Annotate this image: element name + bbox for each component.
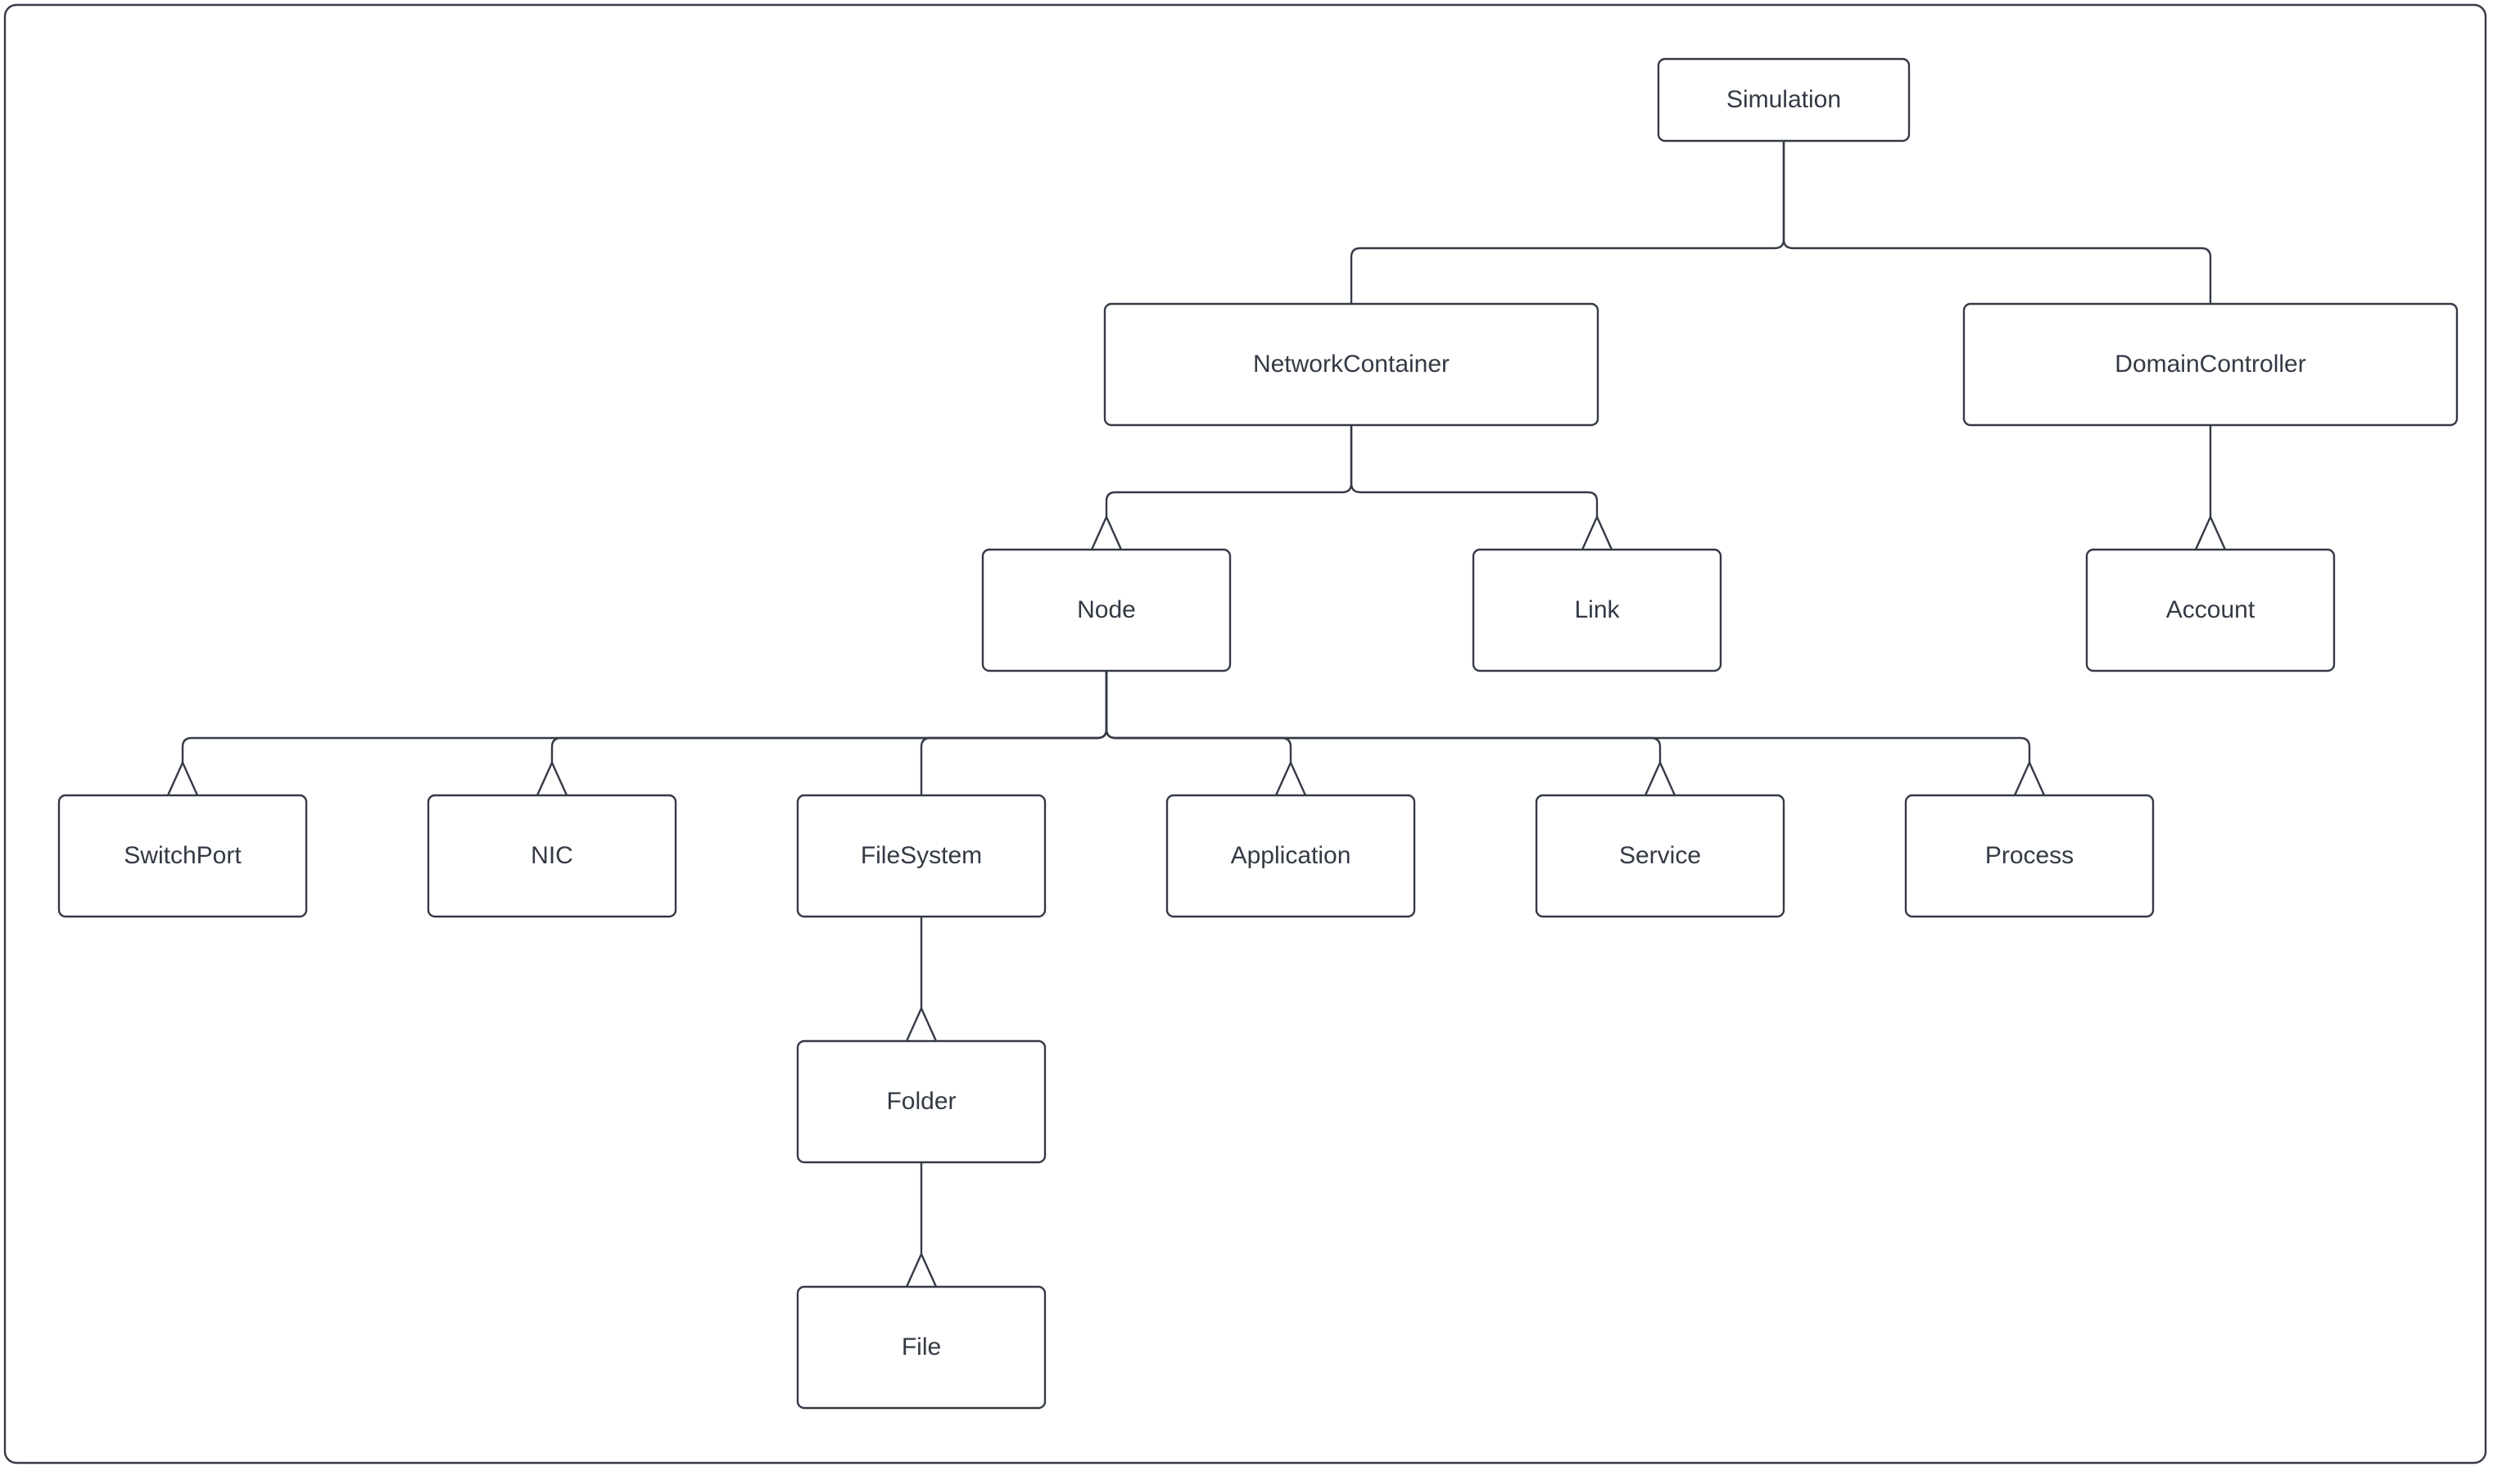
node-box-switchport[interactable] bbox=[57, 794, 308, 918]
edge-networkcontainer-to-node bbox=[1105, 425, 1353, 517]
class-node-service[interactable]: Service bbox=[1535, 794, 1785, 918]
page-frame bbox=[3, 3, 2487, 1465]
node-box-node[interactable] bbox=[981, 548, 1232, 672]
inheritance-arrow-node bbox=[1090, 514, 1123, 550]
inheritance-arrow-account bbox=[2194, 514, 2227, 550]
node-box-application[interactable] bbox=[1165, 794, 1416, 918]
inheritance-arrow-nic bbox=[536, 760, 568, 796]
edge-node-to-switchport bbox=[181, 671, 1108, 763]
class-node-process[interactable]: Process bbox=[1904, 794, 2155, 918]
class-node-file[interactable]: File bbox=[796, 1285, 1047, 1410]
node-box-simulation[interactable] bbox=[1657, 57, 1911, 143]
inheritance-arrow-link bbox=[1581, 514, 1613, 550]
class-node-application[interactable]: Application bbox=[1165, 794, 1416, 918]
class-node-networkcontainer[interactable]: NetworkContainer bbox=[1103, 302, 1599, 427]
class-node-nic[interactable]: NIC bbox=[427, 794, 677, 918]
node-box-domaincontroller[interactable] bbox=[1962, 302, 2459, 427]
node-box-service[interactable] bbox=[1535, 794, 1785, 918]
inheritance-arrow-file bbox=[905, 1252, 938, 1288]
node-box-process[interactable] bbox=[1904, 794, 2155, 918]
inheritance-arrow-application bbox=[1274, 760, 1307, 796]
node-box-networkcontainer[interactable] bbox=[1103, 302, 1599, 427]
edge-layer bbox=[181, 141, 2212, 1254]
edge-node-to-process bbox=[1105, 671, 2031, 763]
node-box-link[interactable] bbox=[1472, 548, 1722, 672]
node-box-account[interactable] bbox=[2085, 548, 2336, 672]
arrowhead-layer bbox=[166, 514, 2227, 1288]
node-box-file[interactable] bbox=[796, 1285, 1047, 1410]
inheritance-arrow-folder bbox=[905, 1006, 938, 1042]
edge-simulation-to-networkcontainer bbox=[1350, 141, 1785, 304]
edge-node-to-nic bbox=[550, 671, 1108, 763]
class-node-link[interactable]: Link bbox=[1472, 548, 1722, 672]
node-box-filesystem[interactable] bbox=[796, 794, 1047, 918]
edge-networkcontainer-to-link bbox=[1350, 425, 1599, 517]
class-node-filesystem[interactable]: FileSystem bbox=[796, 794, 1047, 918]
edge-simulation-to-domaincontroller bbox=[1782, 141, 2212, 304]
inheritance-arrow-process bbox=[2013, 760, 2046, 796]
class-node-node[interactable]: Node bbox=[981, 548, 1232, 672]
class-node-simulation[interactable]: Simulation bbox=[1657, 57, 1911, 143]
class-node-folder[interactable]: Folder bbox=[796, 1039, 1047, 1164]
class-node-switchport[interactable]: SwitchPort bbox=[57, 794, 308, 918]
edge-node-to-application bbox=[1105, 671, 1292, 763]
edge-node-to-service bbox=[1105, 671, 1662, 763]
node-box-nic[interactable] bbox=[427, 794, 677, 918]
class-node-domaincontroller[interactable]: DomainController bbox=[1962, 302, 2459, 427]
node-box-folder[interactable] bbox=[796, 1039, 1047, 1164]
inheritance-arrow-switchport bbox=[166, 760, 199, 796]
inheritance-arrow-service bbox=[1644, 760, 1676, 796]
class-node-account[interactable]: Account bbox=[2085, 548, 2336, 672]
edge-node-to-filesystem bbox=[920, 671, 1108, 795]
